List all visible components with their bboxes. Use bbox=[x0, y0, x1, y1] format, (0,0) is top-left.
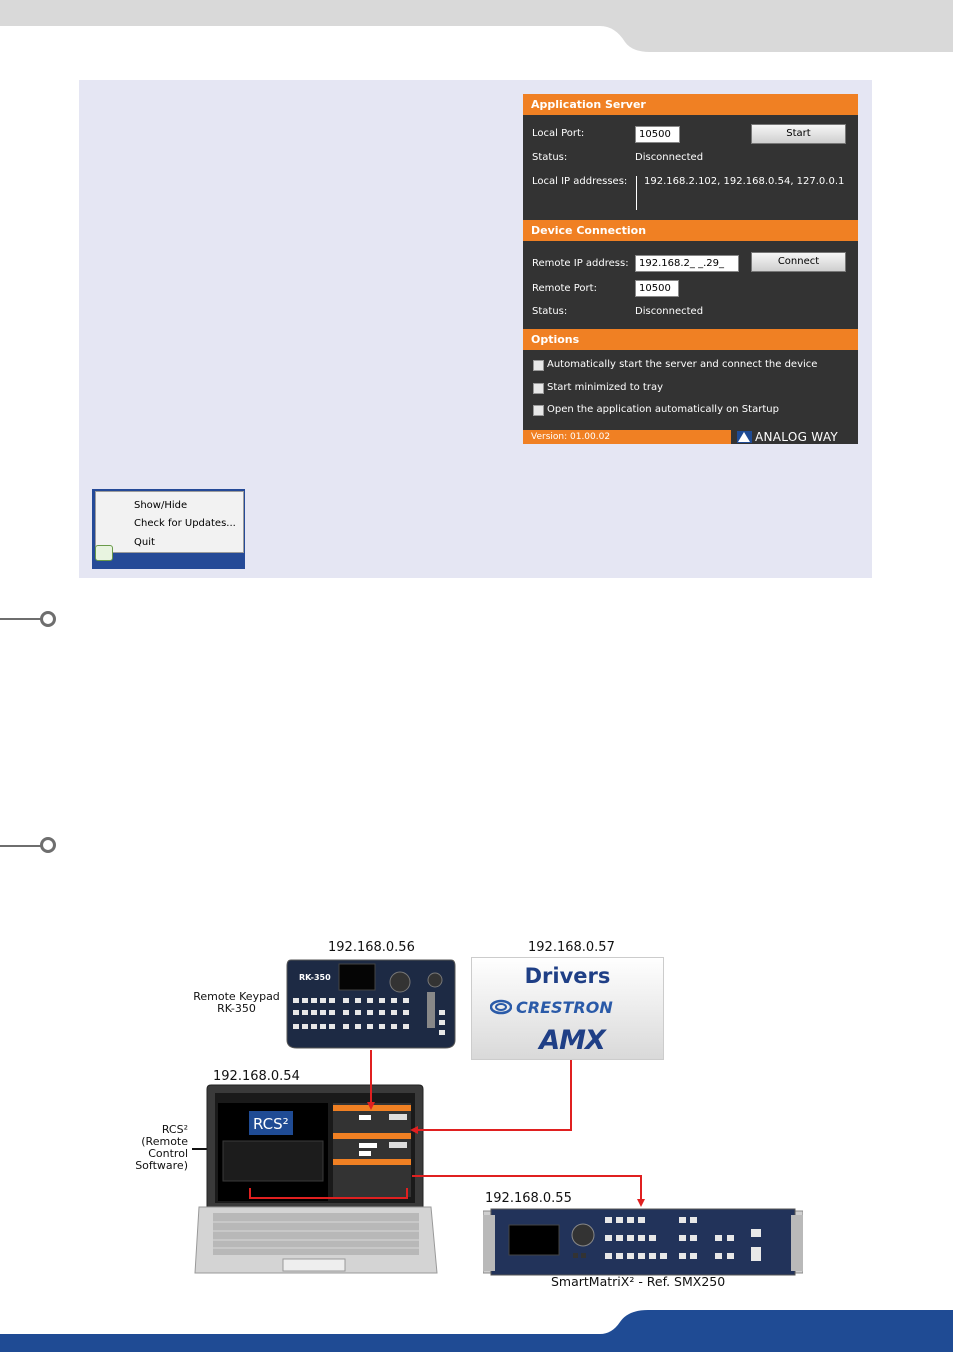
laptop-rcs-logo: RCS² bbox=[253, 1115, 289, 1133]
drivers-ip: 192.168.0.57 bbox=[528, 940, 615, 955]
options-section-title: Options bbox=[523, 329, 858, 350]
remote-keypad-device: RK-350 bbox=[286, 959, 456, 1049]
section-marker-line bbox=[0, 618, 42, 620]
app-window: Application Server Local Port: 10500 Sta… bbox=[523, 94, 858, 444]
section-marker-ring-icon bbox=[40, 611, 56, 627]
rcs-pointer-line bbox=[192, 1148, 214, 1150]
crestron-logo: CRESTRON bbox=[516, 998, 613, 1017]
menu-item-quit[interactable]: Quit bbox=[134, 537, 155, 548]
switcher-caption: SmartMatriX² - Ref. SMX250 bbox=[551, 1274, 726, 1289]
amx-logo: AMX bbox=[539, 1025, 606, 1056]
drivers-box: Drivers CRESTRON AMX bbox=[471, 957, 664, 1060]
option-checkbox[interactable] bbox=[533, 405, 544, 416]
remote-port-input[interactable]: 10500 bbox=[635, 280, 679, 297]
rcs-label: RCS² (Remote Control Software) bbox=[135, 1123, 188, 1172]
analog-way-logo-icon bbox=[737, 431, 752, 443]
option-label: Start minimized to tray bbox=[547, 382, 663, 393]
local-ip-value: 192.168.2.102, 192.168.0.54, 127.0.0.1 bbox=[644, 176, 845, 187]
header-band bbox=[0, 0, 953, 52]
footer-band bbox=[0, 1310, 953, 1352]
local-ip-label: Local IP addresses: bbox=[532, 176, 628, 187]
remote-ip-label: Remote IP address: bbox=[532, 258, 629, 269]
menu-item-show-hide[interactable]: Show/Hide bbox=[134, 500, 188, 511]
menu-item-check-updates[interactable]: Check for Updates... bbox=[134, 518, 236, 529]
server-status-label: Status: bbox=[532, 152, 568, 163]
keypad-ip: 192.168.0.56 bbox=[328, 940, 415, 955]
brand-name: ANALOG WAY bbox=[755, 430, 839, 444]
keypad-model-text: RK-350 bbox=[299, 973, 331, 982]
version-text: Version: 01.00.02 bbox=[523, 430, 731, 444]
local-port-input[interactable]: 10500 bbox=[635, 126, 680, 143]
option-checkbox[interactable] bbox=[533, 360, 544, 371]
drivers-title: Drivers bbox=[524, 964, 611, 988]
keypad-label: Remote Keypad RK-350 bbox=[193, 990, 280, 1015]
remote-ip-input[interactable]: 192.168.2_ _.29_ bbox=[635, 255, 739, 272]
device-status-label: Status: bbox=[532, 306, 568, 317]
server-section-title: Application Server bbox=[523, 94, 858, 115]
remote-port-label: Remote Port: bbox=[532, 283, 597, 294]
laptop-device: RCS² bbox=[194, 1084, 438, 1274]
crestron-swirl-icon bbox=[490, 999, 512, 1015]
connect-button[interactable]: Connect bbox=[751, 252, 846, 272]
smartmatrix-device bbox=[483, 1208, 803, 1276]
section-marker-line bbox=[0, 845, 42, 847]
local-port-label: Local Port: bbox=[532, 128, 585, 139]
tray-context-menu: Show/Hide Check for Updates... Quit bbox=[95, 491, 244, 553]
start-button[interactable]: Start bbox=[751, 124, 846, 144]
server-status-value: Disconnected bbox=[635, 152, 704, 163]
ip-list-divider bbox=[636, 176, 637, 210]
laptop-ip: 192.168.0.54 bbox=[213, 1069, 300, 1084]
option-label: Open the application automatically on St… bbox=[547, 404, 779, 415]
option-checkbox[interactable] bbox=[533, 383, 544, 394]
option-label: Automatically start the server and conne… bbox=[547, 359, 818, 370]
device-section-title: Device Connection bbox=[523, 220, 858, 241]
section-marker-ring-icon bbox=[40, 837, 56, 853]
switcher-ip: 192.168.0.55 bbox=[485, 1191, 572, 1206]
version-bar: Version: 01.00.02 ANALOG WAY bbox=[523, 430, 858, 444]
tray-app-icon[interactable] bbox=[95, 545, 113, 561]
device-status-value: Disconnected bbox=[635, 306, 704, 317]
